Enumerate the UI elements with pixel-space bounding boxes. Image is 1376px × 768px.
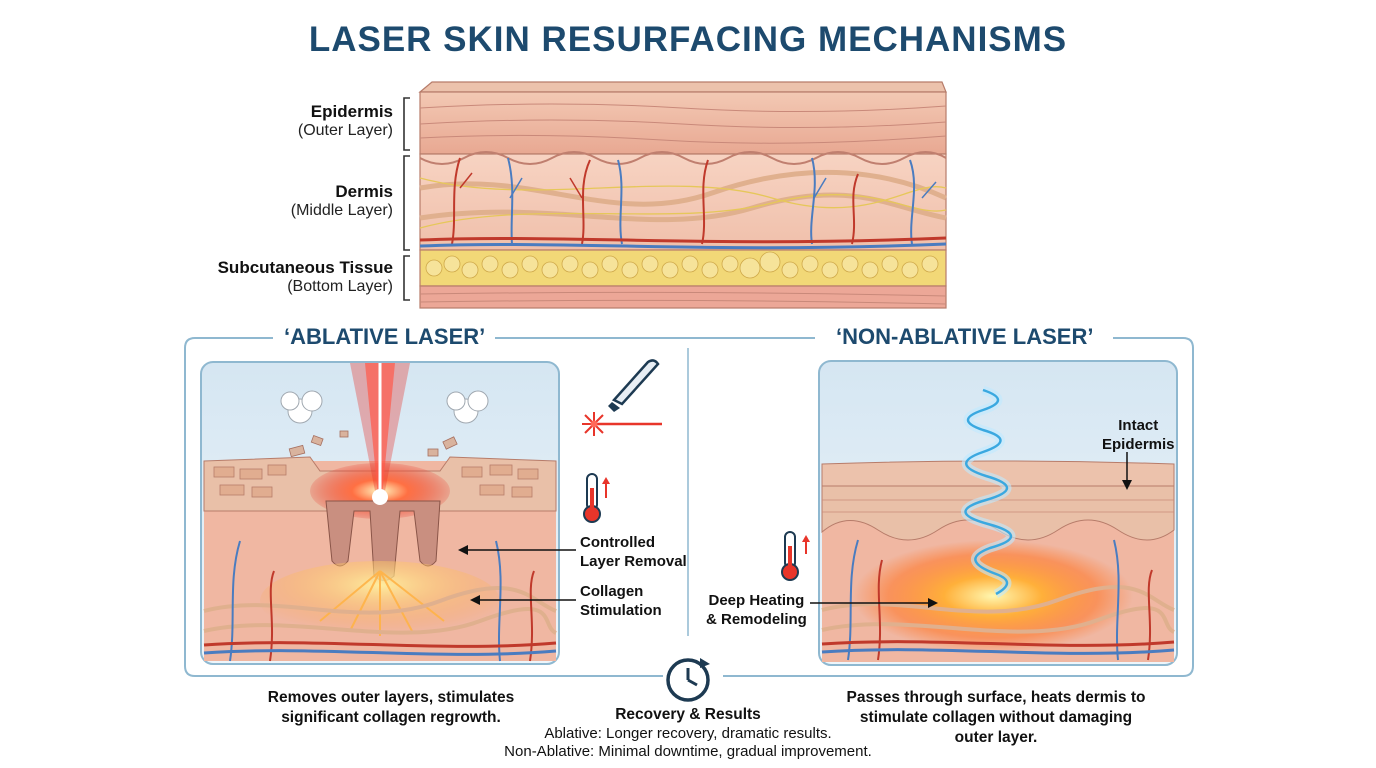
layer-detail: (Bottom Layer): [287, 278, 393, 295]
layer-detail: (Outer Layer): [297, 122, 393, 139]
non-ablative-panel: [818, 360, 1178, 666]
recovery-non-ablative: Non-Ablative: Minimal downtime, gradual …: [504, 743, 872, 760]
ablative-title: ‘ABLATIVE LASER’: [274, 324, 496, 350]
ablative-panel: [200, 361, 560, 665]
recovery-ablative: Ablative: Longer recovery, dramatic resu…: [544, 725, 832, 742]
recovery-title: Recovery & Results: [615, 706, 761, 723]
layer-label-epidermis: Epidermis (Outer Layer): [190, 102, 393, 140]
skin-cross-section: [418, 81, 948, 309]
thermometer-icon: [781, 531, 810, 581]
intact-epidermis-arrow: [1122, 452, 1132, 490]
callout-layer-removal: Controlled Layer Removal: [580, 534, 687, 570]
layer-name: Subcutaneous Tissue: [217, 258, 393, 277]
non-ablative-title: ‘NON-ABLATIVE LASER’: [826, 324, 1104, 350]
layer-brackets: [403, 97, 410, 301]
layer-label-dermis: Dermis (Middle Layer): [190, 182, 393, 220]
ablative-description: Removes outer layers, stimulates signifi…: [267, 689, 515, 726]
deep-heating-arrow: [810, 598, 938, 608]
page-title: LASER SKIN RESURFACING MECHANISMS: [308, 20, 1068, 59]
thermometer-icon: [583, 473, 610, 523]
clock-icon: [666, 658, 710, 702]
layer-name: Dermis: [335, 182, 393, 201]
callout-collagen-stimulation: Collagen Stimulation: [580, 583, 662, 619]
callout-intact-epidermis: Intact Epidermis: [1102, 417, 1175, 453]
layer-name: Epidermis: [310, 102, 393, 121]
callout-deep-heating: Deep Heating & Remodeling: [706, 592, 807, 628]
non-ablative-description: Passes through surface, heats dermis to …: [846, 689, 1146, 746]
laser-handpiece-icon: [582, 359, 662, 436]
comparison-frame: [184, 337, 1194, 677]
layer-detail: (Middle Layer): [290, 202, 393, 219]
ablative-callout-arrows: [458, 545, 576, 605]
layer-label-subcutaneous: Subcutaneous Tissue (Bottom Layer): [170, 258, 393, 296]
